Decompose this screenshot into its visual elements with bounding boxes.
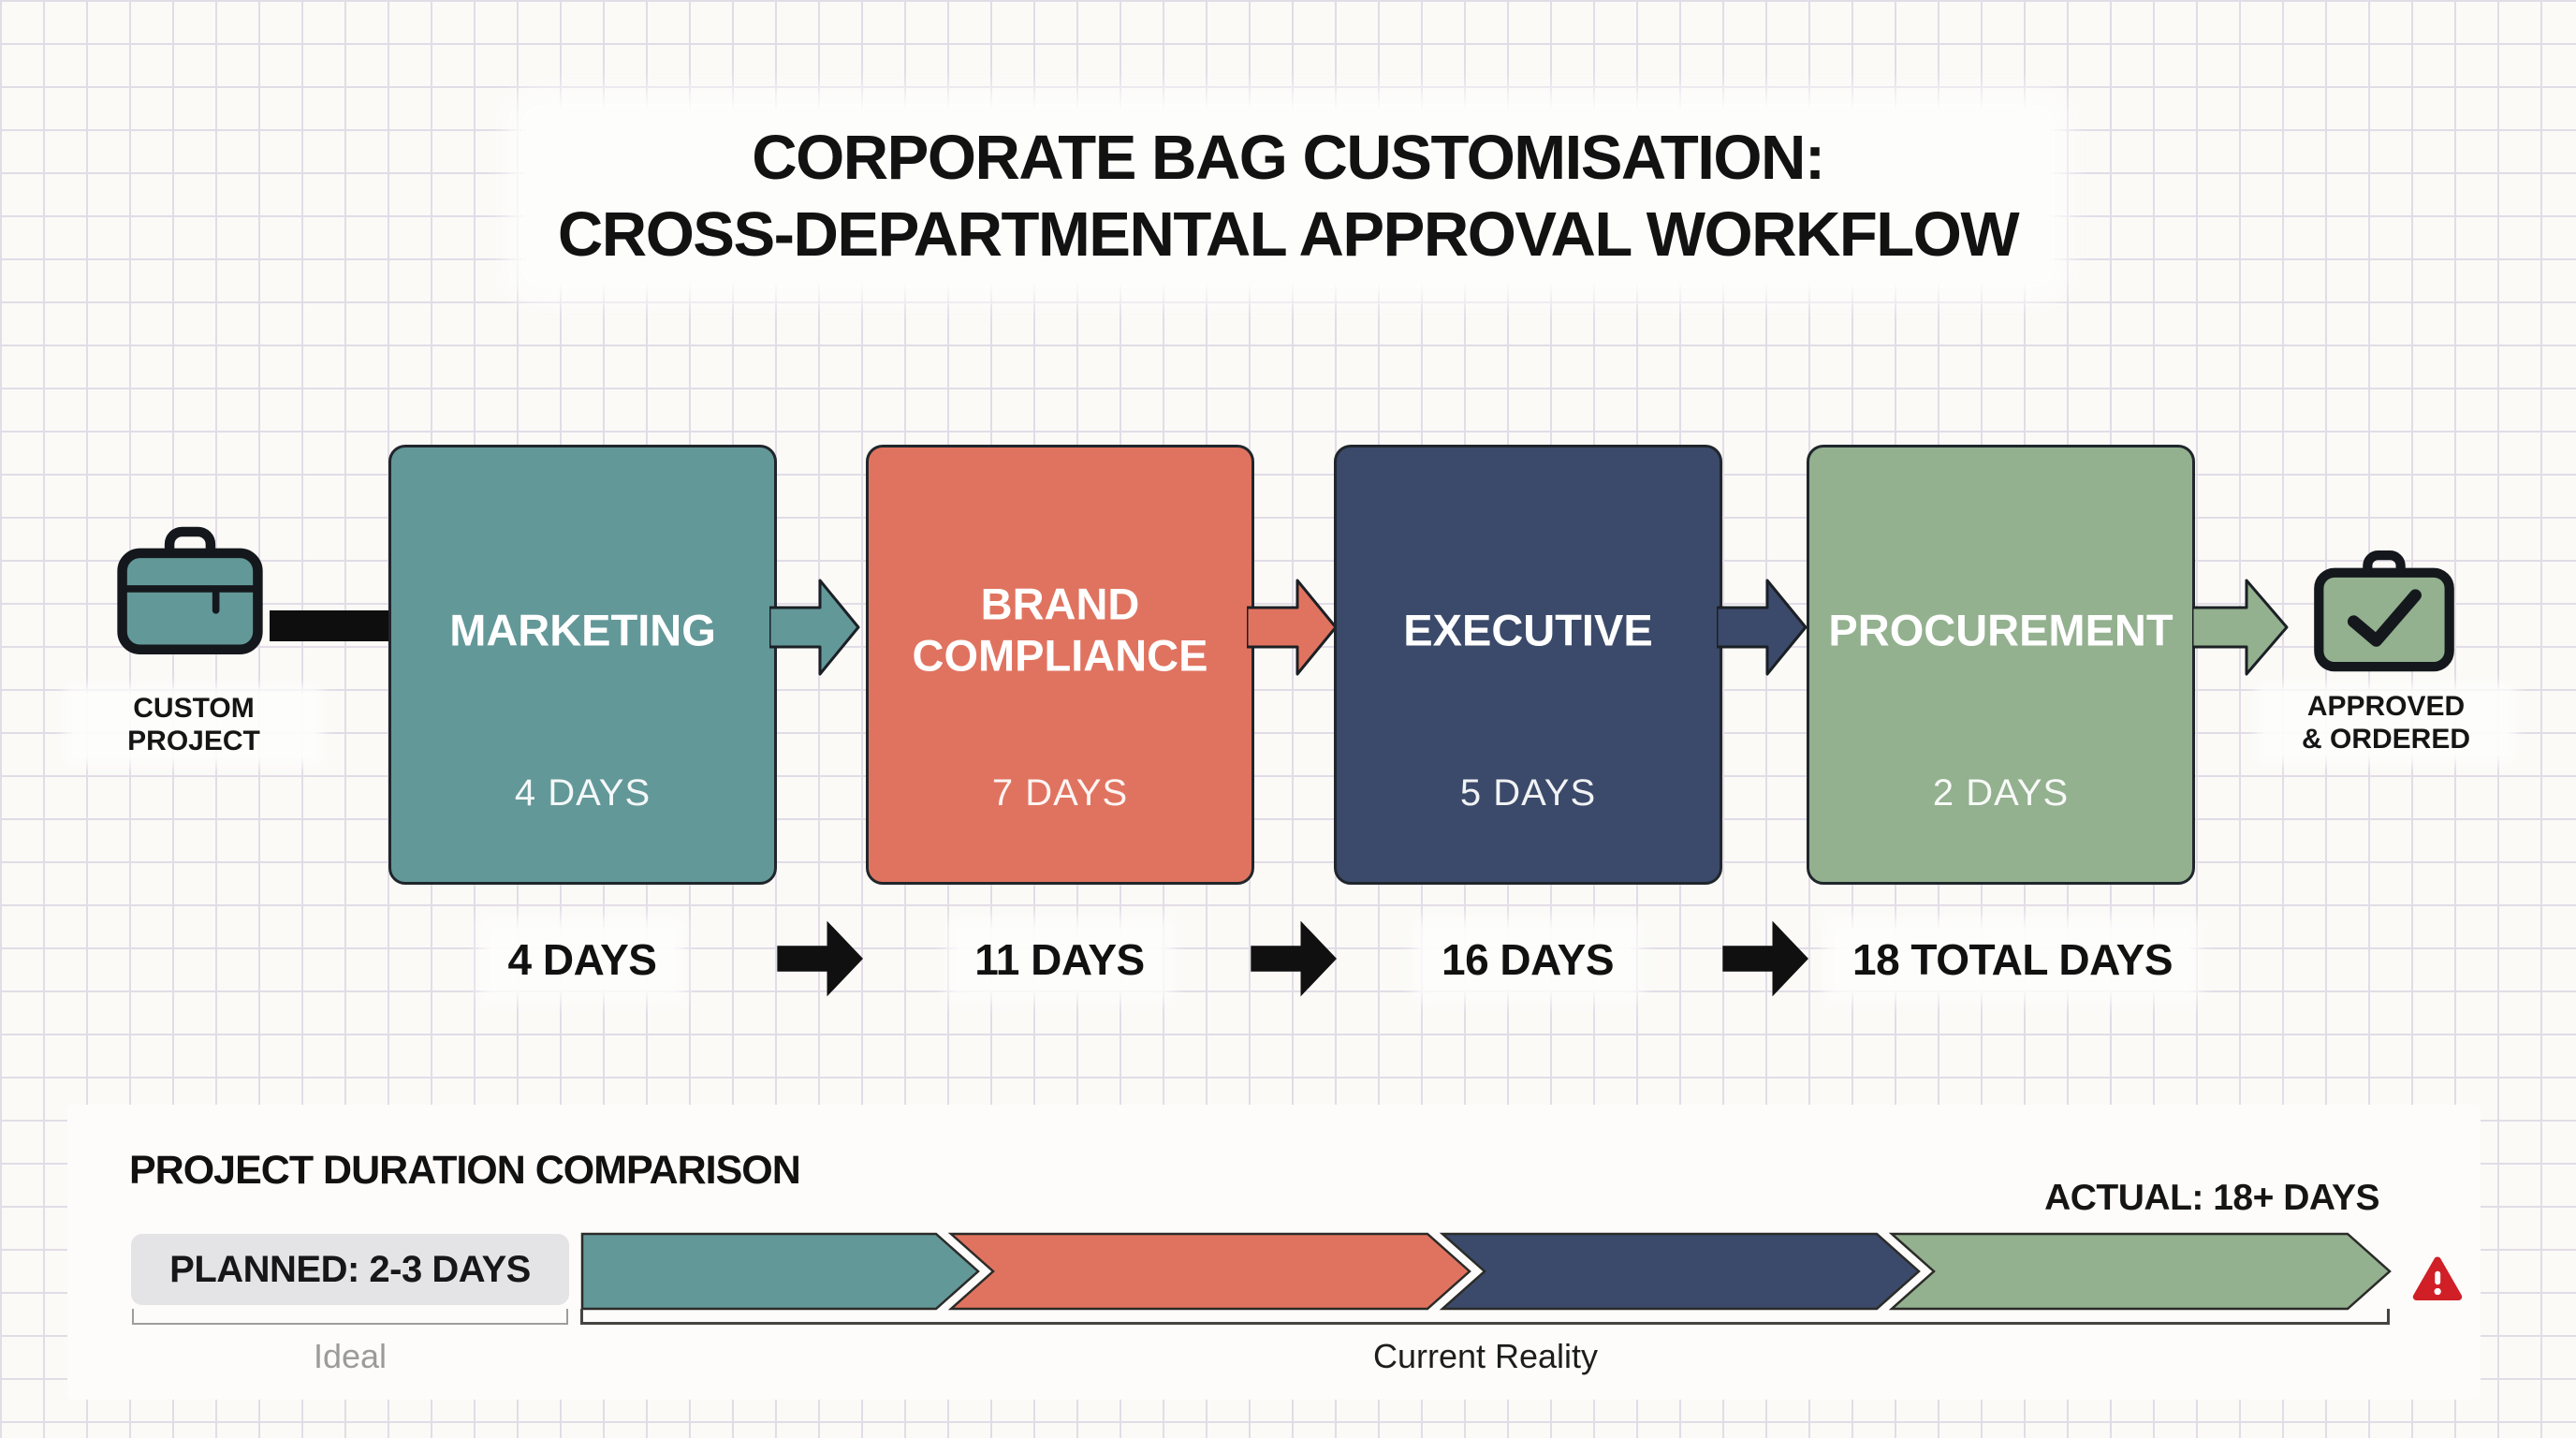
actual-duration-label: ACTUAL: 18+ DAYS [2044,1178,2379,1218]
step-label: EXECUTIVE [1403,605,1653,655]
end-node-label: APPROVED & ORDERED [2263,691,2509,756]
bar-segment-procurement [1888,1232,2392,1311]
bar-segment-brand-compliance [947,1232,1471,1311]
ideal-bracket [132,1309,568,1325]
warning-icon [2412,1256,2463,1301]
flow-arrow-4-icon [2192,579,2289,676]
comparison-heading: PROJECT DURATION COMPARISON [129,1148,801,1193]
milestone-2: 11 DAYS [958,929,1162,990]
briefcase-icon [117,526,263,654]
title-line-2: CROSS-DEPARTMENTAL APPROVAL WORKFLOW [557,198,2020,270]
step-duration: 5 DAYS [1459,772,1597,814]
bar-segment-executive [1439,1232,1921,1311]
milestone-1: 4 DAYS [490,929,674,990]
step-box-marketing: MARKETING 4 DAYS [388,445,777,885]
milestone-3: 16 DAYS [1424,929,1632,990]
start-node-label: CUSTOM PROJECT [72,693,315,758]
title-line-1: CORPORATE BAG CUSTOMISATION: [752,123,1825,193]
ideal-caption: Ideal [313,1337,388,1375]
timeline-arrow-icon [1251,920,1337,997]
flow-arrow-2-icon [1247,579,1338,676]
briefcase-check-icon [2314,550,2454,672]
flow-arrow-1-icon [769,579,860,676]
timeline-arrow-icon [1722,920,1808,997]
step-label: MARKETING [449,605,716,655]
current-reality-caption: Current Reality [1372,1337,1599,1375]
step-box-brand-compliance: BRAND COMPLIANCE 7 DAYS [866,445,1254,885]
step-duration: 2 DAYS [1932,772,2070,814]
step-duration: 4 DAYS [514,772,651,814]
step-label: BRAND COMPLIANCE [912,579,1208,681]
actual-duration-bar [580,1232,2392,1311]
timeline-arrow-icon [777,920,863,997]
bar-segment-marketing [580,1232,980,1311]
step-duration: 7 DAYS [991,772,1129,814]
planned-duration-pill: PLANNED: 2-3 DAYS [131,1234,569,1305]
current-reality-bracket [580,1309,2390,1325]
page-title: CORPORATE BAG CUSTOMISATION: CROSS-DEPAR… [525,109,2051,285]
milestone-total: 18 TOTAL DAYS [1835,929,2190,990]
step-box-executive: EXECUTIVE 5 DAYS [1334,445,1722,885]
step-box-procurement: PROCUREMENT 2 DAYS [1807,445,2195,885]
start-connector [270,610,391,641]
step-label: PROCUREMENT [1828,605,2174,655]
flow-arrow-3-icon [1717,579,1808,676]
